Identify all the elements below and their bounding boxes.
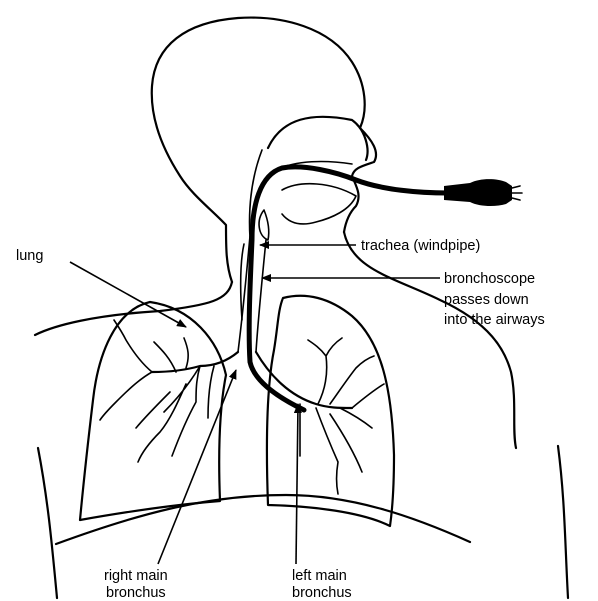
trachea-label: trachea (windpipe) (361, 238, 480, 254)
left-lung-outline (267, 296, 394, 526)
left-bronchus-branches (300, 338, 384, 494)
diaphragm-outline (56, 495, 470, 544)
lung-label: lung (16, 248, 43, 264)
nasal-cavity (268, 117, 367, 160)
right-arm-outline (558, 446, 568, 598)
right-bronchus-pointer (158, 370, 236, 564)
lung-pointer (70, 262, 186, 327)
right-lung-outline (80, 302, 226, 520)
right-main-bronchus-label-line-2: bronchus (106, 585, 166, 601)
head-outline (152, 18, 376, 282)
bronchoscope-label-line-3: into the airways (444, 312, 545, 328)
bronchoscope-handle (444, 179, 512, 206)
left-bronchus-pointer (296, 404, 298, 564)
right-bronchus-branches (100, 320, 214, 462)
trachea-wall-right (256, 240, 266, 352)
right-main-bronchus-label-line-1: right main (104, 568, 168, 584)
left-main-bronchus-label-line-2: bronchus (292, 585, 352, 601)
tongue-outline (282, 184, 356, 224)
bronchoscope-label-line-2: passes down (444, 292, 529, 308)
front-neck-outline (344, 232, 516, 448)
epiglottis (259, 210, 269, 240)
left-main-bronchus-label-line-1: left main (292, 568, 347, 584)
bronchoscope-tube (249, 167, 448, 410)
bronchoscope-label-line-1: bronchoscope (444, 271, 535, 287)
left-arm-outline (38, 448, 57, 598)
bronchoscope-cable-end (512, 186, 522, 200)
